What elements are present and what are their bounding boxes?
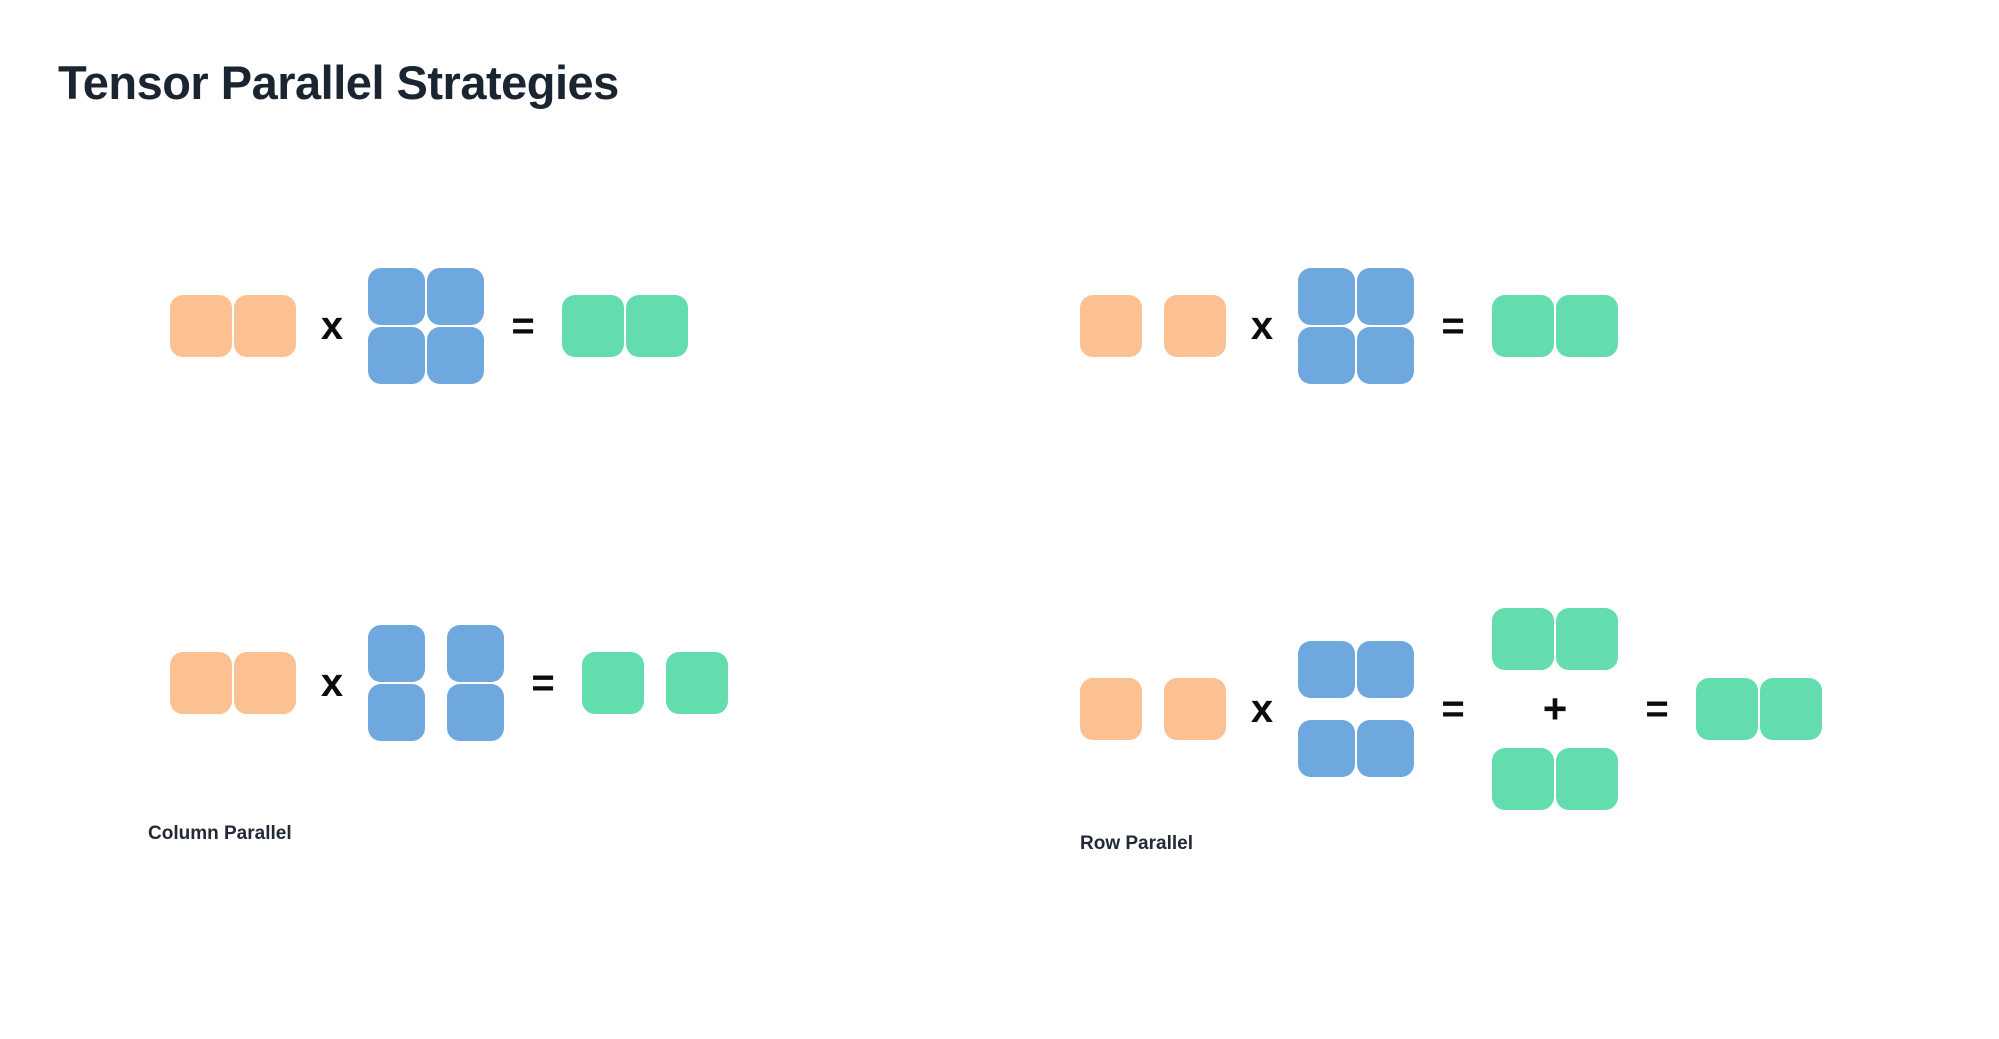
diagram-column-parallel-baseline: x =	[170, 268, 688, 384]
matrix-cell-input	[1080, 678, 1142, 740]
output-matrix-green-column-sharded	[582, 652, 728, 714]
equals-operator-final: =	[1645, 687, 1669, 731]
weight-matrix-blue-row-sharded	[1298, 641, 1414, 777]
matrix-cell-output	[1760, 678, 1822, 740]
matrix-row	[170, 295, 296, 357]
matrix-cell-output	[1492, 295, 1554, 357]
multiply-operator: x	[1250, 304, 1274, 348]
page-title: Tensor Parallel Strategies	[58, 56, 619, 109]
matrix-cell-input	[234, 295, 296, 357]
matrix-cell-weight	[447, 625, 504, 682]
multiply-operator: x	[1250, 687, 1274, 731]
equals-operator: =	[1441, 687, 1465, 731]
equation-row: x =	[1080, 268, 1618, 384]
equals-operator: =	[511, 304, 535, 348]
input-matrix-orange-split	[1080, 295, 1226, 357]
matrix-cell-weight	[1357, 641, 1414, 698]
matrix-grid	[1298, 268, 1414, 384]
matrix-cell-partial-output	[1492, 608, 1554, 670]
final-output-matrix-green	[1696, 678, 1822, 740]
label-row-parallel: Row Parallel	[1080, 833, 1193, 854]
matrix-cell-input	[170, 295, 232, 357]
diagram-row-parallel-sharded: x =	[1080, 608, 1822, 810]
equation-row: x =	[170, 625, 728, 741]
matrix-row	[170, 652, 296, 714]
output-matrix-green	[562, 295, 688, 357]
matrix-cell-weight	[447, 684, 504, 741]
equals-operator: =	[1441, 304, 1465, 348]
diagram-column-parallel-sharded: x =	[170, 625, 728, 741]
matrix-cell-weight	[1298, 327, 1355, 384]
plus-operator: +	[1542, 685, 1568, 732]
matrix-cell-weight	[368, 327, 425, 384]
multiply-operator: x	[320, 304, 344, 348]
matrix-cell-weight	[368, 684, 425, 741]
matrix-grid	[368, 268, 484, 384]
partial-output-matrix-green	[1492, 608, 1618, 670]
weight-shard-column	[447, 625, 504, 741]
output-matrix-green	[1492, 295, 1618, 357]
matrix-cell-output	[562, 295, 624, 357]
equals-operator: =	[531, 661, 555, 705]
matrix-cell-weight	[427, 327, 484, 384]
matrix-row	[1696, 678, 1822, 740]
matrix-row	[1492, 748, 1618, 810]
matrix-row	[1080, 678, 1226, 740]
matrix-cell-input	[1164, 678, 1226, 740]
matrix-cell-weight	[1298, 268, 1355, 325]
matrix-cell-output	[1696, 678, 1758, 740]
diagram-row-parallel-baseline: x =	[1080, 268, 1618, 384]
label-column-parallel: Column Parallel	[148, 823, 292, 844]
matrix-cell-partial-output	[1556, 748, 1618, 810]
matrix-cell-partial-output	[1492, 748, 1554, 810]
weight-matrix-blue	[368, 268, 484, 384]
matrix-cell-partial-output	[1556, 608, 1618, 670]
matrix-cell-weight	[1357, 268, 1414, 325]
matrix-row	[562, 295, 688, 357]
partial-output-matrix-green	[1492, 748, 1618, 810]
matrix-row	[368, 327, 484, 384]
matrix-cell-input	[1164, 295, 1226, 357]
matrix-row	[1080, 295, 1226, 357]
input-matrix-orange-split	[1080, 678, 1226, 740]
equation-row: x =	[170, 268, 688, 384]
partial-sum-stack: +	[1492, 608, 1618, 810]
matrix-cell-input	[170, 652, 232, 714]
matrix-row	[368, 268, 484, 325]
multiply-operator: x	[320, 661, 344, 705]
equation-row: x =	[1080, 608, 1822, 810]
weight-shard-column	[368, 625, 425, 741]
matrix-row	[582, 652, 728, 714]
matrix-row	[1298, 327, 1414, 384]
matrix-grid	[1298, 641, 1414, 777]
matrix-cell-weight	[1357, 720, 1414, 777]
matrix-cell-output	[666, 652, 728, 714]
input-matrix-orange	[170, 295, 296, 357]
matrix-row	[1492, 608, 1618, 670]
matrix-cell-input	[234, 652, 296, 714]
input-matrix-orange	[170, 652, 296, 714]
matrix-cell-weight	[1298, 720, 1355, 777]
matrix-cell-output	[1556, 295, 1618, 357]
matrix-row	[1298, 268, 1414, 325]
matrix-cell-weight	[427, 268, 484, 325]
weight-matrix-blue-column-sharded	[368, 625, 504, 741]
matrix-cell-weight	[368, 625, 425, 682]
matrix-row	[1492, 295, 1618, 357]
matrix-cell-weight	[368, 268, 425, 325]
matrix-cell-weight	[1357, 327, 1414, 384]
weight-shard-row	[1298, 641, 1414, 698]
matrix-cell-weight	[1298, 641, 1355, 698]
weight-shard-row	[1298, 720, 1414, 777]
matrix-cell-input	[1080, 295, 1142, 357]
weight-matrix-blue	[1298, 268, 1414, 384]
matrix-cell-output	[626, 295, 688, 357]
matrix-cell-output	[582, 652, 644, 714]
